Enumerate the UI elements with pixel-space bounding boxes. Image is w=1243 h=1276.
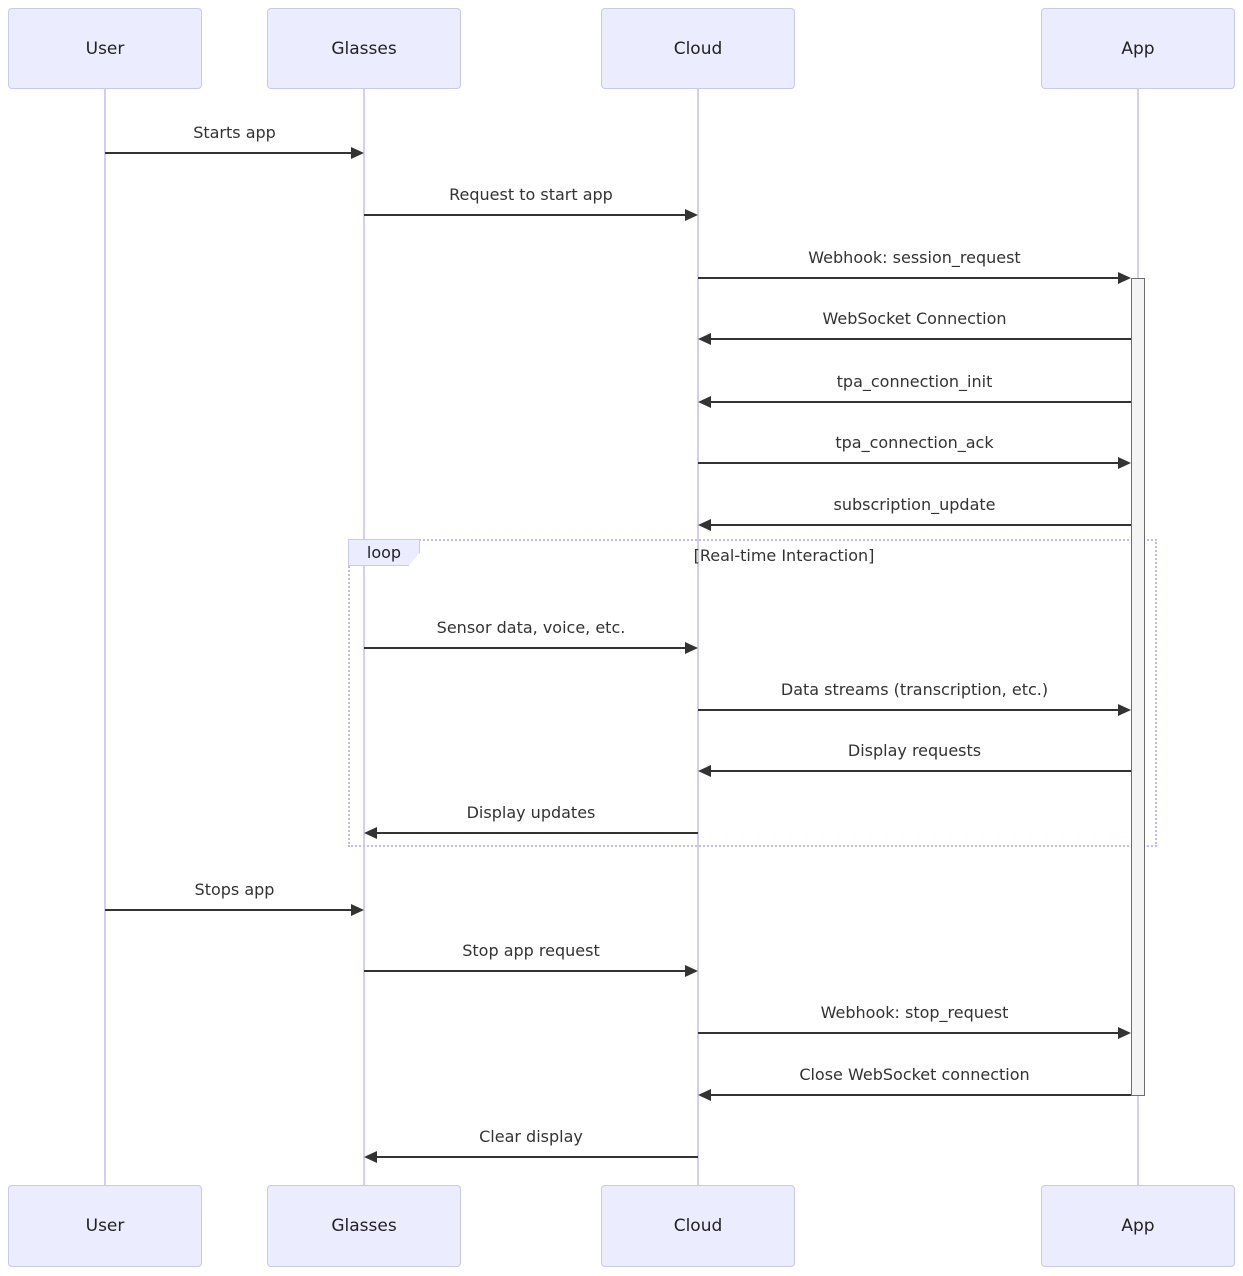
message-label: Clear display [479,1127,583,1146]
arrowhead-icon [1118,704,1131,716]
participant-glasses-top: Glasses [267,8,461,89]
participant-cloud-top: Cloud [601,8,795,89]
lifeline-glasses [363,89,365,1185]
message-line [698,462,1119,464]
participant-user-top: User [8,8,202,89]
message-line [710,1094,1131,1096]
message-label: Display updates [466,803,596,822]
participant-user-bottom: User [8,1185,202,1267]
arrowhead-icon [351,904,364,916]
arrowhead-icon [685,642,698,654]
message-label: Webhook: session_request [808,248,1021,267]
loop-condition-label: [Real-time Interaction] [693,546,875,565]
arrowhead-icon [698,333,711,345]
message-label: Webhook: stop_request [820,1003,1009,1022]
message-line [364,970,686,972]
message-line [710,338,1131,340]
message-line [376,832,698,834]
message-line [105,909,352,911]
message-line [105,152,352,154]
participant-app-top: App [1041,8,1235,89]
message-line [710,401,1131,403]
message-line [710,770,1131,772]
message-label: Starts app [193,123,276,142]
arrowhead-icon [1118,272,1131,284]
lifeline-cloud [697,89,699,1185]
arrowhead-icon [685,965,698,977]
message-label: Stop app request [462,941,600,960]
activation-bar-app [1131,278,1145,1096]
message-line [364,647,686,649]
message-label: Close WebSocket connection [799,1065,1030,1084]
arrowhead-icon [698,1089,711,1101]
message-line [376,1156,698,1158]
message-label: Display requests [847,741,982,760]
message-label: tpa_connection_init [836,372,993,391]
participant-app-bottom: App [1041,1185,1235,1267]
message-line [698,709,1119,711]
arrowhead-icon [351,147,364,159]
arrowhead-icon [685,209,698,221]
message-label: Request to start app [449,185,613,204]
lifeline-user [104,89,106,1185]
message-label: Sensor data, voice, etc. [436,618,626,637]
arrowhead-icon [1118,1027,1131,1039]
message-label: tpa_connection_ack [835,433,994,452]
message-line [698,277,1119,279]
message-label: subscription_update [833,495,996,514]
arrowhead-icon [698,519,711,531]
message-label: Stops app [194,880,275,899]
loop-label-tab: loop [348,539,420,566]
message-line [710,524,1131,526]
arrowhead-icon [364,1151,377,1163]
arrowhead-icon [698,765,711,777]
message-label: Data streams (transcription, etc.) [780,680,1049,699]
loop-frame [348,539,1157,847]
participant-cloud-bottom: Cloud [601,1185,795,1267]
arrowhead-icon [698,396,711,408]
arrowhead-icon [1118,457,1131,469]
message-line [364,214,686,216]
message-label: WebSocket Connection [822,309,1007,328]
arrowhead-icon [364,827,377,839]
participant-glasses-bottom: Glasses [267,1185,461,1267]
message-line [698,1032,1119,1034]
